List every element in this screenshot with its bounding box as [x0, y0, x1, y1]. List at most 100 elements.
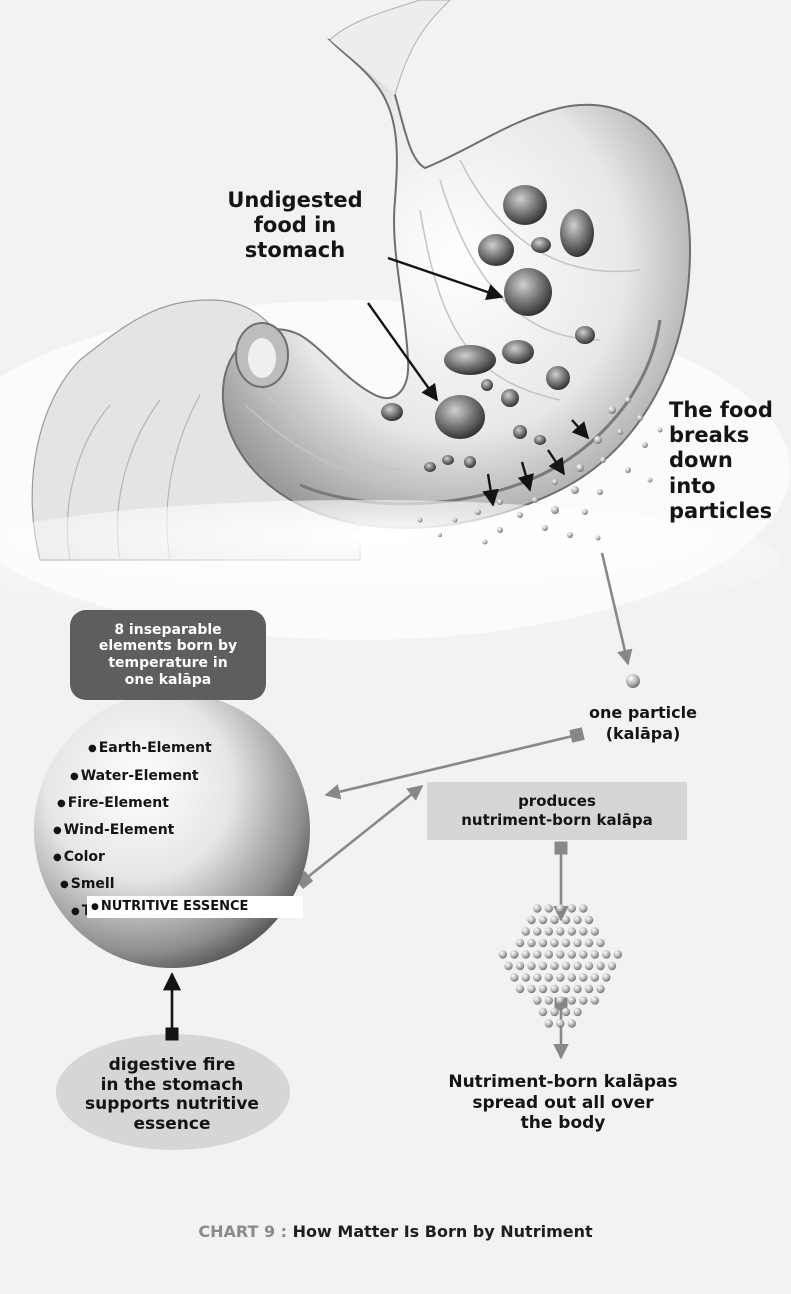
cluster-dot: [516, 939, 524, 947]
cluster-dot: [545, 996, 553, 1004]
cluster-dot: [522, 950, 530, 958]
digestive-fire-label: digestive fire in the stomach supports n…: [58, 1056, 286, 1134]
cluster-dot: [527, 962, 535, 970]
cluster-dot: [550, 962, 558, 970]
cluster-dot: [562, 1008, 570, 1016]
label-line: 8 inseparable: [70, 622, 266, 639]
undigested-food-label: Undigested food in stomach: [200, 188, 390, 262]
cluster-dot: [568, 950, 576, 958]
cluster-dot: [602, 973, 610, 981]
cluster-dot: [568, 904, 576, 912]
cluster-dot: [608, 962, 616, 970]
cluster-dot: [562, 962, 570, 970]
element-earth: Earth-Element: [88, 740, 212, 756]
cluster-dot: [522, 973, 530, 981]
cluster-dot: [579, 927, 587, 935]
cluster-dot: [596, 985, 604, 993]
label-line: in the stomach: [58, 1076, 286, 1096]
element-smell: Smell: [60, 876, 115, 892]
cluster-dot: [522, 927, 530, 935]
cluster-dot: [533, 927, 541, 935]
cluster-dot: [550, 1008, 558, 1016]
cluster-dot: [573, 985, 581, 993]
cluster-dot: [516, 985, 524, 993]
element-color: Color: [53, 849, 105, 865]
one-particle-label: one particle (kalāpa): [553, 703, 733, 745]
cluster-dot: [545, 904, 553, 912]
cluster-dot: [568, 1019, 576, 1027]
cluster-dot: [545, 927, 553, 935]
cluster-dot: [556, 973, 564, 981]
label-line: one particle: [553, 703, 733, 724]
cluster-dot: [556, 996, 564, 1004]
cluster-dot: [596, 962, 604, 970]
cluster-dot: [585, 985, 593, 993]
cluster-dot: [539, 1008, 547, 1016]
cluster-dot: [539, 985, 547, 993]
cluster-dot: [579, 996, 587, 1004]
cluster-dot: [585, 962, 593, 970]
cluster-dot: [556, 1019, 564, 1027]
cluster-dot: [573, 939, 581, 947]
cluster-dot: [568, 973, 576, 981]
cluster-dot: [556, 927, 564, 935]
label-line: nutriment-born kalāpa: [427, 811, 687, 831]
label-line: food in: [200, 213, 390, 238]
cluster-dot: [539, 939, 547, 947]
cluster-dot: [550, 939, 558, 947]
elements-box: 8 inseparable elements born by temperatu…: [70, 610, 266, 700]
label-line: elements born by: [70, 638, 266, 655]
cluster-dot: [579, 950, 587, 958]
label-line: breaks: [669, 423, 787, 448]
cluster-dot: [527, 916, 535, 924]
cluster-dot: [573, 962, 581, 970]
cluster-dot: [516, 962, 524, 970]
cluster-dot: [579, 973, 587, 981]
spread-label: Nutriment-born kalāpas spread out all ov…: [418, 1072, 708, 1134]
label-line: produces: [427, 792, 687, 812]
cluster-dot: [539, 962, 547, 970]
cluster-dot: [510, 950, 518, 958]
caption-number: CHART 9 :: [198, 1222, 287, 1241]
label-line: particles: [669, 499, 787, 524]
cluster-dot: [527, 939, 535, 947]
cluster-dot: [504, 962, 512, 970]
cluster-dot: [510, 973, 518, 981]
label-line: Nutriment-born kalāpas: [418, 1072, 708, 1093]
label-line: Undigested: [200, 188, 390, 213]
cluster-dot: [591, 950, 599, 958]
element-wind: Wind-Element: [53, 822, 174, 838]
cluster-dot: [527, 985, 535, 993]
label-line: The food: [669, 398, 787, 423]
cluster-dot: [556, 904, 564, 912]
label-line: essence: [58, 1115, 286, 1135]
cluster-dot: [556, 950, 564, 958]
label-line: supports nutritive: [58, 1095, 286, 1115]
cluster-dot: [533, 973, 541, 981]
cluster-dot: [550, 916, 558, 924]
cluster-dot: [568, 927, 576, 935]
label-line: into: [669, 474, 787, 499]
cluster-dot: [602, 950, 610, 958]
cluster-dot: [596, 939, 604, 947]
cluster-dot: [533, 950, 541, 958]
label-line: stomach: [200, 238, 390, 263]
cluster-dot: [573, 916, 581, 924]
cluster-dot: [545, 1019, 553, 1027]
cluster-dot: [562, 939, 570, 947]
label-line: the body: [418, 1113, 708, 1134]
caption-title: How Matter Is Born by Nutriment: [293, 1222, 593, 1241]
cluster-dot: [550, 985, 558, 993]
element-water: Water-Element: [70, 768, 199, 784]
label-line: digestive fire: [58, 1056, 286, 1076]
label-line: down: [669, 448, 787, 473]
cluster-dot: [585, 939, 593, 947]
cluster-dot: [545, 950, 553, 958]
chart-caption: CHART 9 : How Matter Is Born by Nutrimen…: [0, 1222, 791, 1241]
cluster-dot: [539, 916, 547, 924]
label-line: one kalāpa: [70, 672, 266, 689]
cluster-dot: [562, 916, 570, 924]
element-fire: Fire-Element: [57, 795, 169, 811]
cluster-dot: [533, 904, 541, 912]
